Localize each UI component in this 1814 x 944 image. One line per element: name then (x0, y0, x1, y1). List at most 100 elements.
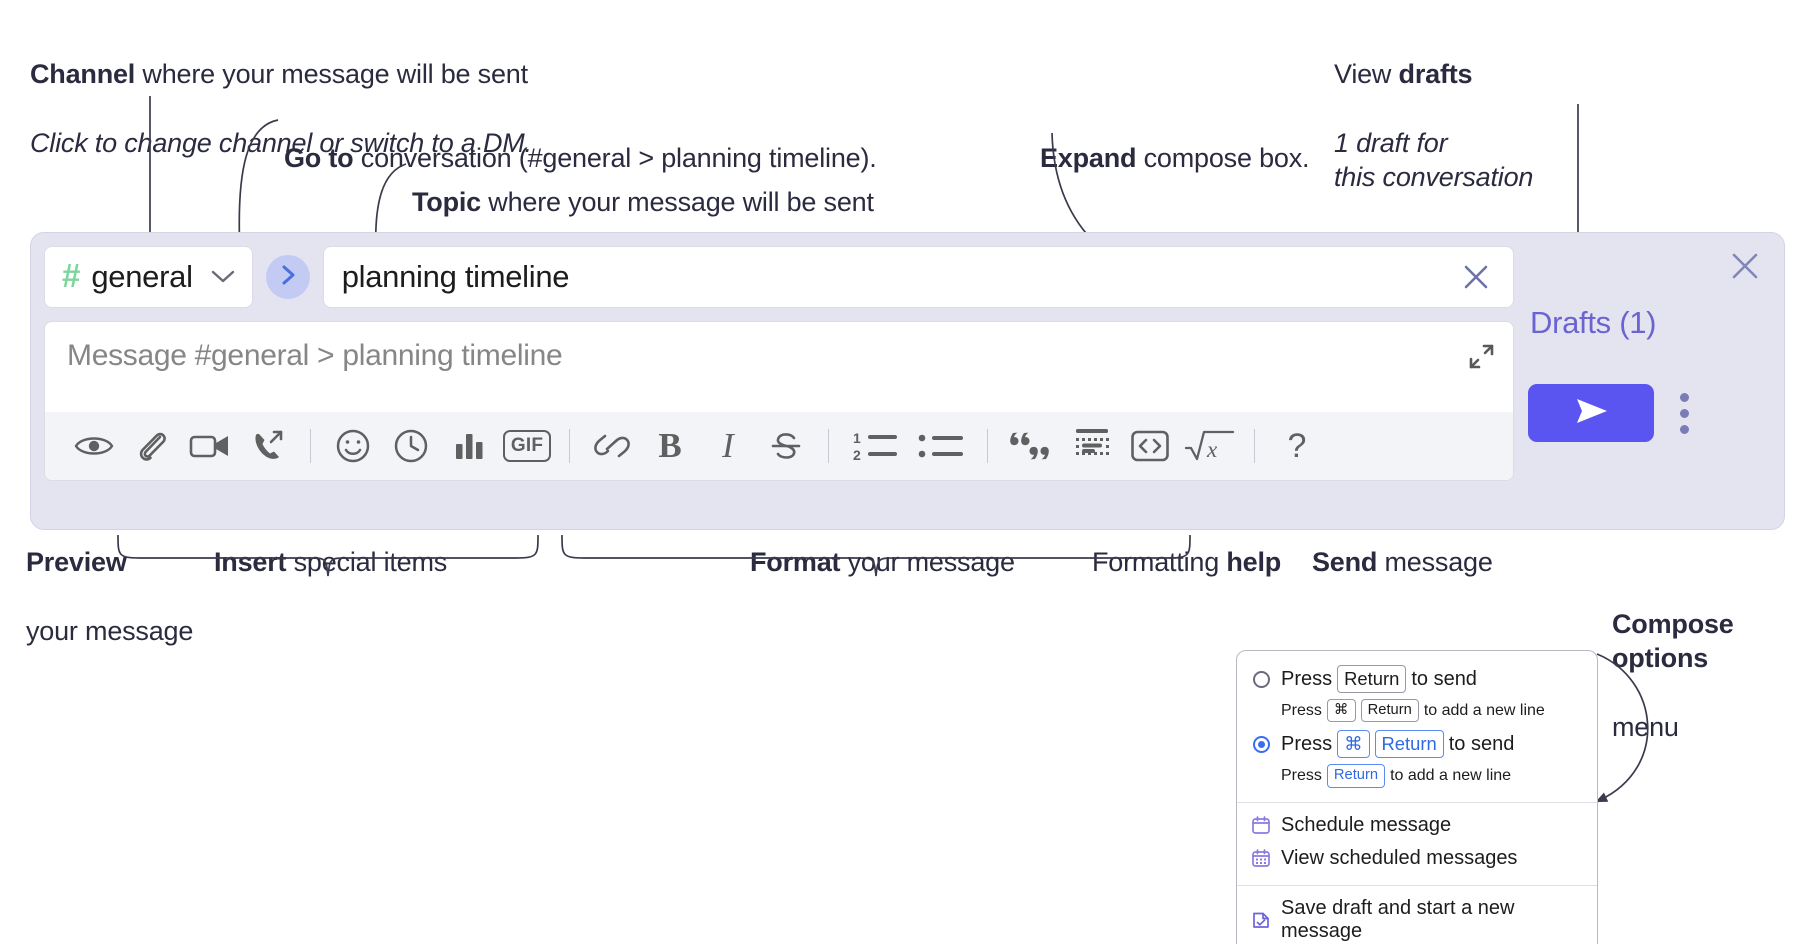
italic-label: I (722, 426, 734, 465)
separator-1 (310, 429, 311, 463)
menu-divider (1237, 884, 1597, 886)
channel-selector[interactable]: # general (44, 246, 253, 308)
send-option-return-sub: Press ⌘ Return to add a new line (1281, 699, 1545, 723)
question-mark-icon: ? (1287, 426, 1307, 465)
key-return-2: Return (1360, 699, 1419, 723)
separator-4 (987, 429, 988, 463)
code-block-button[interactable] (1063, 417, 1121, 475)
press-word-3: Press (1281, 733, 1333, 756)
bulleted-list-button[interactable] (908, 417, 974, 475)
key-return-1: Return (1337, 665, 1407, 693)
goto-conversation-button[interactable] (265, 255, 310, 299)
vertical-dots-icon (1680, 425, 1689, 434)
tosend-word-2: to send (1448, 733, 1515, 756)
attach-button[interactable] (123, 417, 181, 475)
drafts-link[interactable]: Drafts (1) (1530, 305, 1657, 340)
emoji-button[interactable] (324, 417, 382, 475)
annotation-insert-bold: Insert (214, 546, 287, 577)
close-icon[interactable] (1453, 254, 1499, 300)
annotation-drafts-bold: drafts (1398, 58, 1473, 89)
audio-clip-button[interactable] (239, 417, 297, 475)
vertical-dots-icon (1680, 409, 1689, 418)
compose-options-menu: Press Return to send Press ⌘ Return to a… (1236, 650, 1598, 944)
vertical-dots-icon (1680, 393, 1689, 402)
bold-button[interactable]: B (641, 417, 699, 475)
annotation-channel-rest: where your message will be sent (135, 58, 528, 89)
chevron-right-icon (277, 263, 299, 292)
radio-cmd-return[interactable] (1253, 736, 1270, 754)
annotation-compose-options: Compose options menu (1612, 572, 1812, 779)
menu-item-label: Save draft and start a new message (1281, 896, 1515, 942)
annotation-preview-rest: your message (26, 615, 194, 646)
send-option-cmd-return-label: Press ⌘ Return to send (1281, 730, 1515, 759)
svg-text:x: x (1206, 437, 1218, 462)
annotation-goto-bold: Go to (284, 142, 354, 173)
formatting-toolbar: GIF B I (45, 412, 1513, 480)
hash-icon: # (62, 257, 81, 294)
separator-2 (569, 429, 570, 463)
preview-button[interactable] (65, 417, 123, 475)
formatting-help-button[interactable]: ? (1268, 417, 1326, 475)
press-word-4: Press (1281, 767, 1322, 785)
annotation-help-prefix: Formatting (1092, 546, 1227, 577)
annotation-insert-rest: special items (286, 546, 448, 577)
svg-text:1: 1 (853, 430, 861, 446)
key-return-3: Return (1374, 730, 1444, 759)
menu-item-schedule-message[interactable]: Schedule message (1237, 809, 1597, 842)
newline-word-2: to add a new line (1390, 767, 1512, 785)
annotation-drafts-prefix: View (1334, 58, 1399, 89)
italic-button[interactable]: I (699, 417, 757, 475)
send-option-cmd-return[interactable]: Press ⌘ Return to send Press Return to a… (1237, 726, 1597, 791)
annotation-compose-options-rest: menu (1612, 712, 1679, 743)
calendar-grid-icon (1251, 848, 1271, 868)
video-camera-button[interactable] (181, 417, 239, 475)
annotation-expand-bold: Expand (1040, 142, 1137, 173)
link-button[interactable] (583, 417, 641, 475)
annotation-drafts-italic: 1 draft for this conversation (1334, 127, 1534, 193)
message-box: Message #general > planning timeline (44, 321, 1514, 481)
key-return-4: Return (1326, 764, 1386, 788)
close-icon[interactable] (1728, 249, 1762, 283)
annotation-format-bold: Format (750, 546, 841, 577)
expand-icon[interactable] (1465, 340, 1499, 374)
annotation-drafts: View drafts 1 draft for this conversatio… (1334, 22, 1804, 229)
message-placeholder: Message #general > planning timeline (67, 339, 563, 372)
compose-options-button[interactable] (1680, 393, 1689, 434)
annotation-preview-bold: Preview (26, 546, 127, 577)
annotation-format-rest: your message (840, 546, 1015, 577)
annotation-preview: Preview your message (26, 510, 246, 683)
channel-topic-row: # general planning timeline (44, 246, 1514, 308)
radio-return[interactable] (1253, 671, 1270, 688)
send-button[interactable] (1528, 384, 1654, 442)
paper-plane-icon (1569, 394, 1613, 433)
annotation-channel-bold: Channel (30, 58, 136, 89)
gif-label: GIF (502, 430, 552, 462)
menu-divider (1237, 801, 1597, 803)
annotation-topic: Topic where your message will be sent (412, 150, 1112, 219)
document-check-icon (1251, 910, 1271, 930)
ordered-list-button[interactable]: 1 2 (842, 417, 908, 475)
gif-button[interactable]: GIF (498, 417, 556, 475)
key-command-2: ⌘ (1337, 730, 1370, 759)
press-word-2: Press (1281, 701, 1322, 719)
reminder-clock-button[interactable] (382, 417, 440, 475)
send-option-return[interactable]: Press Return to send Press ⌘ Return to a… (1237, 661, 1597, 726)
menu-item-view-scheduled[interactable]: View scheduled messages (1237, 842, 1597, 875)
topic-input[interactable]: planning timeline (322, 246, 1514, 308)
bold-label: B (658, 426, 682, 465)
menu-item-save-draft[interactable]: Save draft and start a new message (1237, 892, 1597, 944)
blockquote-button[interactable] (1001, 417, 1063, 475)
strikethrough-button[interactable] (757, 417, 815, 475)
latex-button[interactable]: x (1179, 417, 1241, 475)
poll-bar-chart-button[interactable] (440, 417, 498, 475)
annotation-topic-rest: where your message will be sent (481, 186, 874, 217)
annotation-send: Send message (1312, 510, 1642, 579)
svg-text:2: 2 (853, 447, 861, 463)
press-word-1: Press (1281, 668, 1333, 690)
inline-code-button[interactable] (1121, 417, 1179, 475)
send-option-return-label: Press Return to send (1281, 665, 1545, 693)
message-input[interactable]: Message #general > planning timeline (45, 322, 1513, 412)
menu-item-label: Schedule message (1281, 813, 1452, 836)
annotation-help-bold: help (1226, 546, 1282, 577)
